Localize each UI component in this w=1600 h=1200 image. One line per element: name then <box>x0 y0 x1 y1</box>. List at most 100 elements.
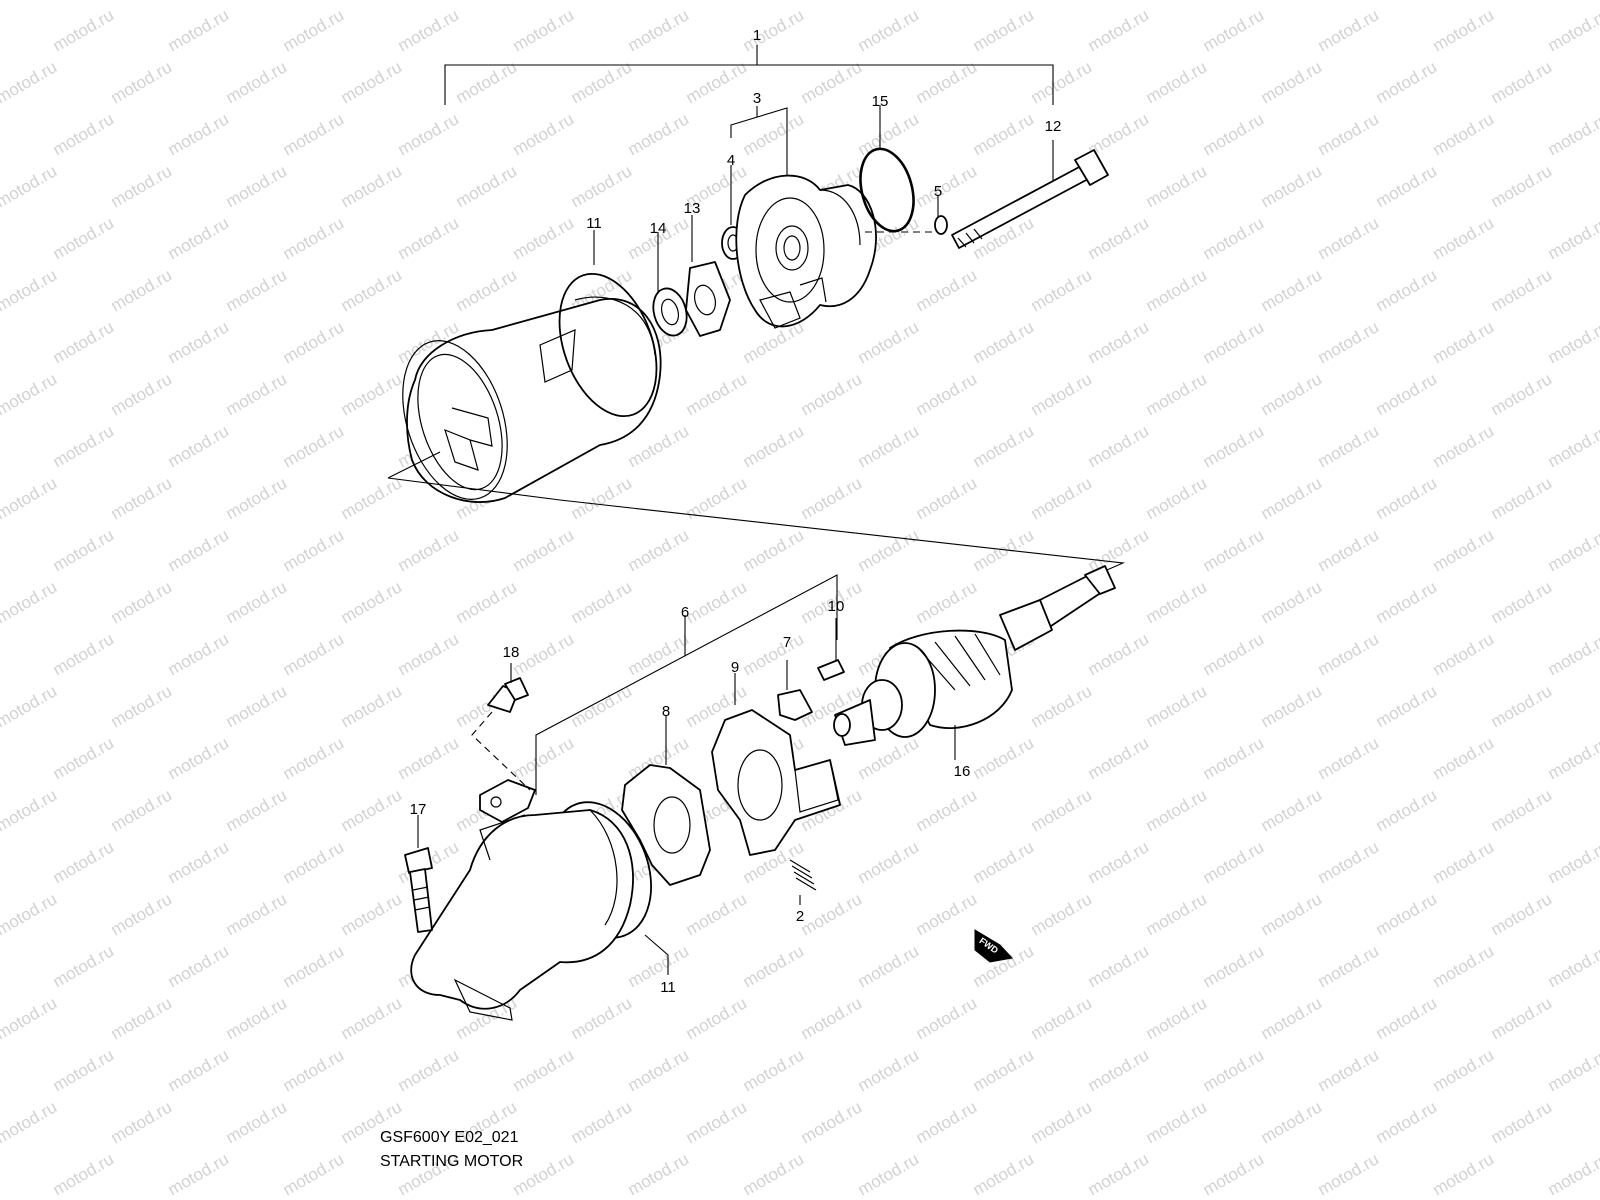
watermark-text: motod.ru <box>1488 369 1556 419</box>
watermark-text: motod.ru <box>1028 889 1096 939</box>
watermark-text: motod.ru <box>1258 993 1326 1043</box>
watermark-text: motod.ru <box>223 993 291 1043</box>
watermark-text: motod.ru <box>50 1045 118 1095</box>
callout-15: 15 <box>872 93 889 110</box>
watermark-text: motod.ru <box>740 941 808 991</box>
watermark-text: motod.ru <box>1258 577 1326 627</box>
watermark-text: motod.ru <box>1488 265 1556 315</box>
watermark-text: motod.ru <box>223 161 291 211</box>
watermark-text: motod.ru <box>683 993 751 1043</box>
watermark-text: motod.ru <box>568 993 636 1043</box>
watermark-text: motod.ru <box>1430 1045 1498 1095</box>
watermark-text: motod.ru <box>280 733 348 783</box>
watermark-text: motod.ru <box>1085 941 1153 991</box>
watermark-text: motod.ru <box>0 941 2 991</box>
watermark-text: motod.ru <box>625 629 693 679</box>
watermark-text: motod.ru <box>1545 109 1600 159</box>
watermark-text: motod.ru <box>0 5 2 55</box>
watermark-text: motod.ru <box>280 525 348 575</box>
watermark-text: motod.ru <box>970 837 1038 887</box>
watermark-text: motod.ru <box>1430 213 1498 263</box>
watermark-text: motod.ru <box>165 837 233 887</box>
watermark-text: motod.ru <box>683 369 751 419</box>
watermark-text: motod.ru <box>223 369 291 419</box>
watermark-text: motod.ru <box>108 265 176 315</box>
watermark-text: motod.ru <box>0 993 60 1043</box>
end-housing-lower <box>410 809 634 1021</box>
watermark-text: motod.ru <box>395 1045 463 1095</box>
watermark-text: motod.ru <box>338 57 406 107</box>
watermark-text: motod.ru <box>913 369 981 419</box>
watermark-text: motod.ru <box>1200 837 1268 887</box>
watermark-text: motod.ru <box>1315 421 1383 471</box>
watermark-text: motod.ru <box>1200 629 1268 679</box>
watermark-text: motod.ru <box>1143 993 1211 1043</box>
watermark-text: motod.ru <box>223 0 291 3</box>
watermark-text: motod.ru <box>1430 733 1498 783</box>
watermark-text: motod.ru <box>913 265 981 315</box>
watermark-text: motod.ru <box>1085 1149 1153 1199</box>
long-bolt-item-12 <box>951 149 1109 249</box>
watermark-text: motod.ru <box>970 733 1038 783</box>
watermark-text: motod.ru <box>1315 1149 1383 1199</box>
watermark-text: motod.ru <box>223 889 291 939</box>
watermark-text: motod.ru <box>0 1097 60 1147</box>
caption-title-line: STARTING MOTOR <box>380 1153 523 1170</box>
callout-9: 9 <box>731 659 739 676</box>
callout-5: 5 <box>934 183 942 200</box>
watermark-text: motod.ru <box>740 525 808 575</box>
watermark-text: motod.ru <box>1143 1097 1211 1147</box>
watermark-text: motod.ru <box>50 1149 118 1199</box>
watermark-text: motod.ru <box>913 473 981 523</box>
watermark-text: motod.ru <box>798 1097 866 1147</box>
watermark-text: motod.ru <box>1143 265 1211 315</box>
watermark-text: motod.ru <box>165 213 233 263</box>
watermark-text: motod.ru <box>280 1149 348 1199</box>
watermark-text: motod.ru <box>338 369 406 419</box>
watermark-text: motod.ru <box>1315 213 1383 263</box>
bracket-item-1 <box>444 45 1054 105</box>
watermark-text: motod.ru <box>1373 1097 1441 1147</box>
watermark-text: motod.ru <box>108 1097 176 1147</box>
watermark-text: motod.ru <box>1028 369 1096 419</box>
watermark-text: motod.ru <box>855 1149 923 1199</box>
watermark-text: motod.ru <box>1028 993 1096 1043</box>
ground-plate <box>479 779 536 823</box>
watermark-text: motod.ru <box>568 473 636 523</box>
callout-18: 18 <box>503 644 520 661</box>
callout-3: 3 <box>753 90 761 107</box>
watermark-text: motod.ru <box>913 161 981 211</box>
watermark-text: motod.ru <box>683 889 751 939</box>
watermark-text: motod.ru <box>108 993 176 1043</box>
watermark-text: motod.ru <box>1143 57 1211 107</box>
watermark-text: motod.ru <box>1373 577 1441 627</box>
washer-item-13 <box>685 261 731 337</box>
watermark-text: motod.ru <box>1545 5 1600 55</box>
watermark-text: motod.ru <box>1028 473 1096 523</box>
watermark-text: motod.ru <box>510 109 578 159</box>
callout-10: 10 <box>828 598 845 615</box>
watermark-text: motod.ru <box>1488 681 1556 731</box>
watermark-text: motod.ru <box>568 1097 636 1147</box>
watermark-text: motod.ru <box>0 785 60 835</box>
watermark-text: motod.ru <box>165 733 233 783</box>
watermark-text: motod.ru <box>395 733 463 783</box>
watermark-text: motod.ru <box>0 889 60 939</box>
watermark-text: motod.ru <box>50 525 118 575</box>
watermark-text: motod.ru <box>165 1149 233 1199</box>
callout-7: 7 <box>783 634 791 651</box>
watermark-text: motod.ru <box>453 265 521 315</box>
watermark-text: motod.ru <box>338 993 406 1043</box>
watermark-text: motod.ru <box>1488 473 1556 523</box>
bolt-item-17 <box>404 847 433 933</box>
watermark-text: motod.ru <box>970 421 1038 471</box>
watermark-text: motod.ru <box>1200 733 1268 783</box>
watermark-text: motod.ru <box>108 161 176 211</box>
watermark-text: motod.ru <box>1143 785 1211 835</box>
watermark-text: motod.ru <box>1258 1097 1326 1147</box>
watermark-text: motod.ru <box>970 525 1038 575</box>
watermark-text: motod.ru <box>0 0 60 3</box>
watermark-text: motod.ru <box>0 317 2 367</box>
watermark-text: motod.ru <box>0 681 60 731</box>
